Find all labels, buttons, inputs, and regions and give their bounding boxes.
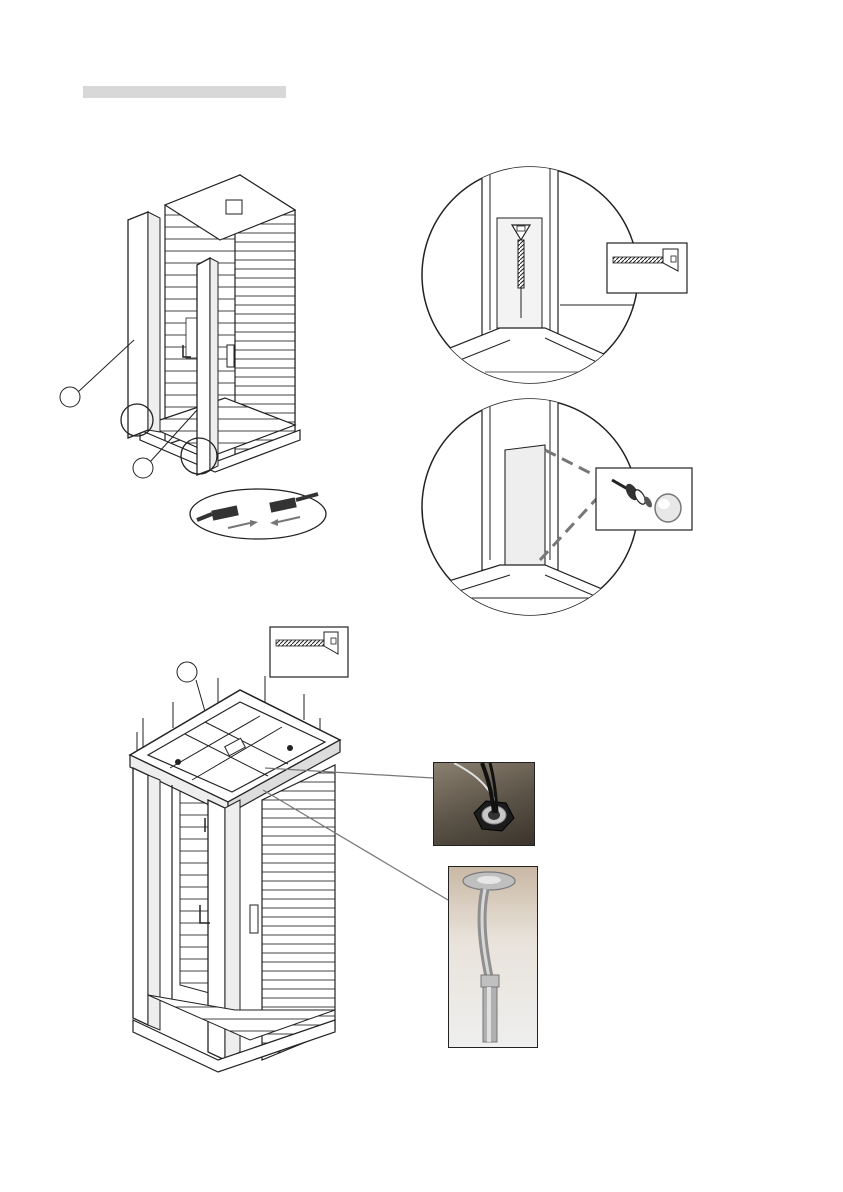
control-panel-icon xyxy=(226,200,242,214)
cabin-front-posts-illustration xyxy=(60,175,326,539)
screw-legend-box xyxy=(607,243,687,293)
roof-screw-legend-box xyxy=(270,627,348,677)
step-marker-2 xyxy=(133,458,153,478)
step-marker-3 xyxy=(177,662,197,682)
bolt-photo xyxy=(448,866,538,1048)
bolt-legend-box xyxy=(596,468,692,530)
side-panel xyxy=(505,445,545,570)
detail-circle-bolt xyxy=(420,395,692,630)
cable-grommet-photo xyxy=(433,762,535,846)
leader-line-left-post xyxy=(78,340,134,392)
step-marker-1 xyxy=(60,387,80,407)
center-front-post xyxy=(197,258,210,475)
detail-circle-screw xyxy=(420,160,687,400)
cabin-roof-illustration xyxy=(130,627,448,1072)
